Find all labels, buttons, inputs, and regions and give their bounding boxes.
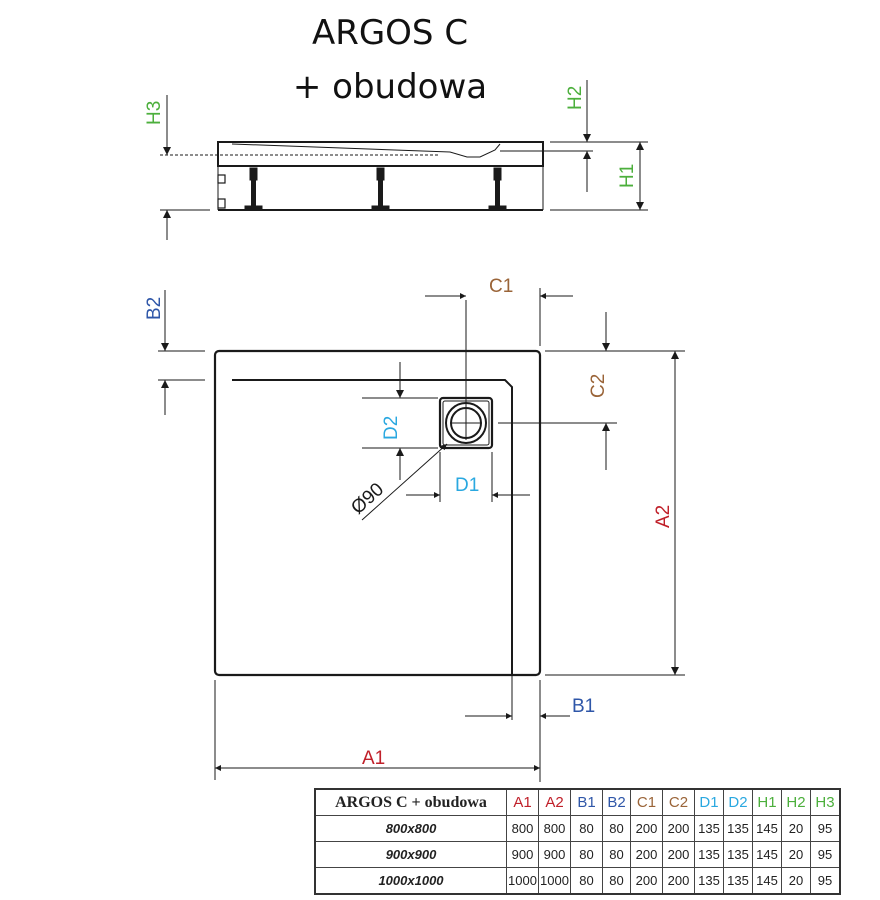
cell-A2: 1000	[538, 867, 571, 895]
dimensions-table: ARGOS C + obudowa A1 A2 B1 B2 C1 C2 D1 D…	[314, 788, 841, 895]
cell-H3: 95	[810, 815, 841, 842]
label-B2: B2	[144, 297, 165, 320]
tray-outline	[213, 349, 542, 677]
col-C2: C2	[662, 788, 695, 816]
cell-C2: 200	[662, 841, 695, 868]
col-H3: H3	[810, 788, 841, 816]
label-C2: C2	[588, 374, 609, 398]
table-title: ARGOS C + obudowa	[314, 788, 507, 816]
product-title: ARGOS C	[311, 13, 469, 53]
cell-H3: 95	[810, 867, 841, 895]
cell-C2: 200	[662, 867, 695, 895]
cell-C1: 200	[630, 815, 663, 842]
cell-D2: 135	[723, 815, 753, 842]
cell-D1: 135	[694, 867, 724, 895]
table-row: 1000x1000 1000 1000 80 80 200 200 135 13…	[314, 867, 841, 895]
col-D2: D2	[723, 788, 753, 816]
label-diameter: Ø90	[347, 479, 388, 519]
leg-left	[244, 167, 263, 211]
cell-C1: 200	[630, 867, 663, 895]
tray-slab-outline	[217, 141, 544, 167]
col-H2: H2	[781, 788, 811, 816]
label-B1: B1	[572, 696, 595, 717]
cell-D1: 135	[694, 815, 724, 842]
row-size: 1000x1000	[314, 867, 507, 895]
top-dimensions	[158, 288, 685, 782]
col-B1: B1	[570, 788, 603, 816]
cell-D2: 135	[723, 841, 753, 868]
label-H3: H3	[144, 101, 165, 125]
cell-B1: 80	[570, 841, 603, 868]
label-D1: D1	[455, 475, 479, 496]
label-A2: A2	[653, 505, 674, 528]
cell-B1: 80	[570, 815, 603, 842]
label-A1: A1	[362, 748, 385, 769]
adjustable-legs	[244, 167, 507, 211]
col-B2: B2	[602, 788, 631, 816]
cell-C1: 200	[630, 841, 663, 868]
label-D2: D2	[381, 416, 402, 440]
cell-A1: 1000	[506, 867, 539, 895]
cell-H2: 20	[781, 815, 811, 842]
row-size: 800x800	[314, 815, 507, 842]
label-C1: C1	[489, 276, 513, 297]
row-size: 900x900	[314, 841, 507, 868]
cell-C2: 200	[662, 815, 695, 842]
cell-A1: 800	[506, 815, 539, 842]
side-view	[160, 141, 544, 211]
cell-H1: 145	[752, 841, 782, 868]
cell-A1: 900	[506, 841, 539, 868]
leg-right	[488, 167, 507, 211]
table-header-row: ARGOS C + obudowa A1 A2 B1 B2 C1 C2 D1 D…	[314, 788, 841, 816]
label-H2: H2	[565, 86, 586, 110]
cell-H3: 95	[810, 841, 841, 868]
cell-B2: 80	[602, 867, 631, 895]
cell-H1: 145	[752, 815, 782, 842]
cell-H2: 20	[781, 841, 811, 868]
cell-D1: 135	[694, 841, 724, 868]
cell-A2: 800	[538, 815, 571, 842]
cell-A2: 900	[538, 841, 571, 868]
cell-B1: 80	[570, 867, 603, 895]
table-row: 900x900 900 900 80 80 200 200 135 135 14…	[314, 841, 841, 868]
leg-center	[371, 167, 390, 211]
col-D1: D1	[694, 788, 724, 816]
cell-B2: 80	[602, 841, 631, 868]
col-C1: C1	[630, 788, 663, 816]
cell-H2: 20	[781, 867, 811, 895]
col-H1: H1	[752, 788, 782, 816]
label-H1: H1	[617, 164, 638, 188]
col-A2: A2	[538, 788, 571, 816]
product-subtitle: + obudowa	[292, 67, 488, 107]
cell-B2: 80	[602, 815, 631, 842]
table-row: 800x800 800 800 80 80 200 200 135 135 14…	[314, 815, 841, 842]
cell-H1: 145	[752, 867, 782, 895]
side-dimensions	[160, 80, 648, 240]
col-A1: A1	[506, 788, 539, 816]
cell-D2: 135	[723, 867, 753, 895]
